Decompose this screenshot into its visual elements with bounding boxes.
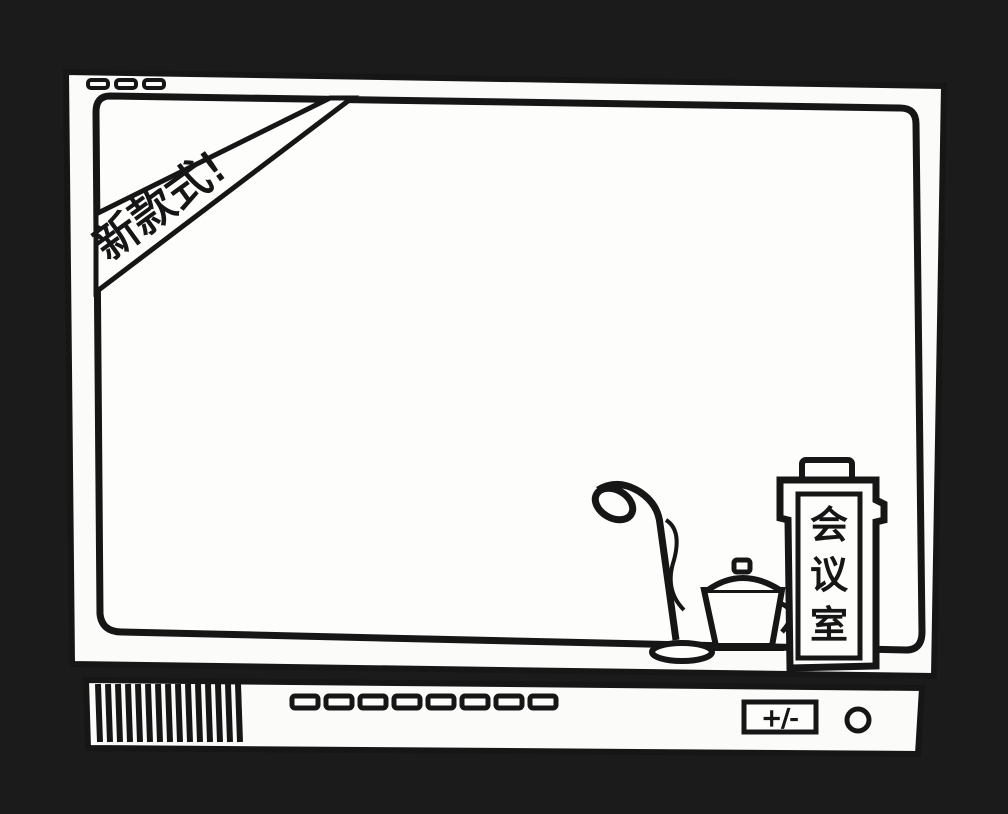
speaker-grille-slat — [145, 683, 153, 743]
speaker-grille-slat — [115, 683, 123, 743]
status-indicators — [86, 78, 166, 90]
thermos-label-char-1: 会 — [810, 503, 848, 547]
speaker-grille-slat — [195, 683, 203, 743]
microphone-base — [649, 640, 715, 664]
preset-button[interactable] — [289, 693, 321, 711]
tea-cup-body — [700, 587, 786, 649]
tea-cup — [700, 557, 794, 651]
speaker-grille-slat — [185, 683, 193, 743]
status-indicator-3 — [142, 78, 166, 90]
speaker-grille-slat — [165, 683, 173, 743]
preset-buttons — [289, 693, 559, 711]
tea-cup-knob — [731, 557, 753, 575]
status-indicator-1 — [86, 78, 110, 90]
speaker-grille-slat — [225, 683, 233, 743]
volume-button-label: +/- — [762, 704, 799, 732]
status-indicator-2 — [114, 78, 138, 90]
preset-button[interactable] — [391, 693, 423, 711]
speaker-grille-slat — [125, 683, 133, 743]
speaker-grille-slat — [175, 683, 183, 743]
preset-button[interactable] — [493, 693, 525, 711]
thermos-label-char-2: 议 — [810, 553, 848, 597]
speaker-grille-slat — [235, 683, 243, 743]
speaker-grille-slat — [95, 683, 103, 743]
banner-ribbon — [93, 95, 360, 298]
meeting-room-thermos: 会 议 室 — [776, 457, 888, 672]
speaker-grille — [95, 683, 243, 743]
thermos-label-char-3: 室 — [810, 603, 848, 647]
preset-button[interactable] — [357, 693, 389, 711]
power-knob[interactable] — [844, 706, 872, 734]
microphone-cable — [664, 518, 686, 612]
preset-button[interactable] — [425, 693, 457, 711]
volume-button[interactable]: +/- — [741, 699, 819, 735]
speaker-grille-slat — [105, 683, 113, 743]
preset-button[interactable] — [323, 693, 355, 711]
microphone-head — [591, 484, 637, 524]
thermos-label-panel — [795, 491, 863, 661]
microphone — [591, 481, 715, 664]
speaker-grille-slat — [155, 683, 163, 743]
speaker-grille-slat — [215, 683, 223, 743]
volume-button-frame[interactable] — [741, 699, 819, 735]
speaker-grille-slat — [135, 683, 143, 743]
speaker-grille-slat — [205, 683, 213, 743]
preset-button[interactable] — [527, 693, 559, 711]
tv-screen — [92, 92, 926, 654]
preset-button[interactable] — [459, 693, 491, 711]
tea-cup-lid — [706, 575, 782, 593]
